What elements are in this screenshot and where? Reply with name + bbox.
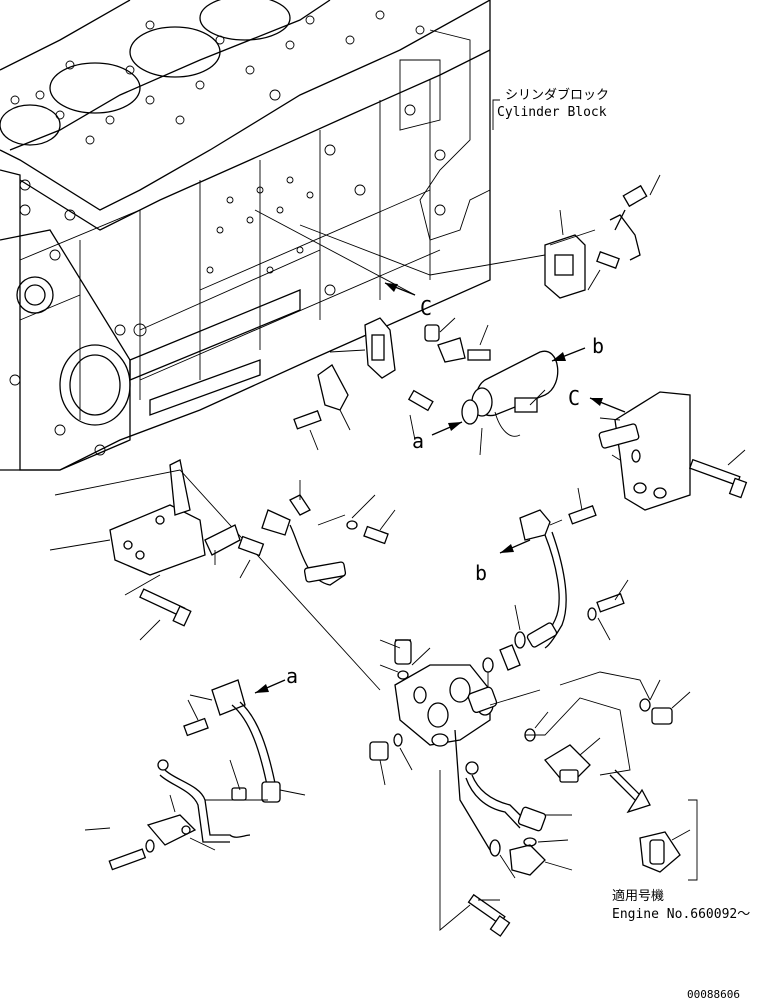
lower-left-tubes — [84, 679, 306, 871]
callout-a-lower: a — [286, 664, 298, 688]
upper-bracket-assembly — [299, 174, 661, 299]
cylinder-block-label-jp: シリンダブロック — [505, 87, 609, 103]
engine-number-label: Engine No.660092～ — [612, 907, 750, 922]
left-bracket-assembly — [49, 459, 396, 691]
callout-c-upper: C — [420, 296, 432, 320]
callout-a-upper: a — [412, 429, 424, 453]
callout-b-upper: b — [592, 334, 604, 358]
callout-b-lower: b — [475, 561, 487, 585]
callout-c-lower: C — [568, 386, 580, 410]
cylinder-block — [0, 0, 491, 471]
sensor-cluster — [293, 317, 559, 456]
lower-middle-tube — [439, 729, 573, 937]
cylinder-block-label-en: Cylinder Block — [497, 105, 607, 120]
main-valve-block — [369, 639, 691, 814]
right-mount-plate — [598, 391, 748, 511]
drawing-number: 00088606 — [687, 988, 740, 1001]
variant-part — [639, 799, 698, 881]
hose-b-assembly — [482, 487, 629, 690]
applicable-label-jp: 適用号機 — [612, 888, 664, 904]
